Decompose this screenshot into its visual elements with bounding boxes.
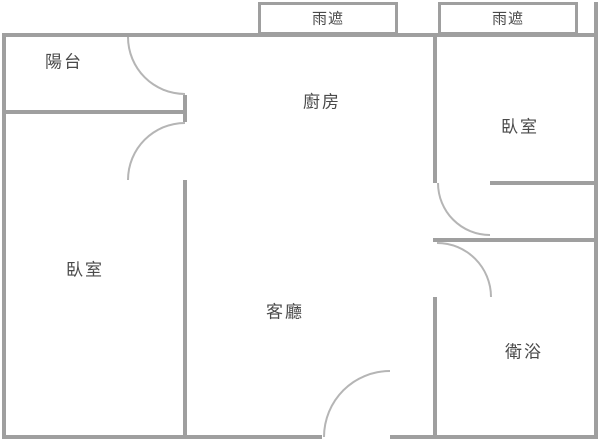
- wall-balcony-kitchen-stub: [183, 95, 187, 122]
- wall-bedroom-right-bottom: [490, 181, 598, 185]
- room-label-kitchen: 廚房: [303, 92, 341, 112]
- bathroom-door-arc: [437, 242, 492, 297]
- room-label-bathroom: 衛浴: [505, 342, 543, 362]
- room-label-canopy-left: 雨遮: [311, 11, 345, 28]
- room-label-bedroom-left: 臥室: [66, 260, 104, 280]
- wall-bathroom-left: [433, 297, 437, 437]
- wall-kitchen-bedroom-right: [433, 37, 437, 183]
- room-label-bedroom-right: 臥室: [501, 117, 539, 137]
- wall-outer-bottom-left: [2, 435, 322, 439]
- balcony-door-arc: [127, 37, 185, 95]
- wall-outer-left: [2, 33, 6, 439]
- bedroom-left-door-arc: [127, 122, 185, 180]
- canopy-left-box: [258, 2, 398, 35]
- wall-bathroom-top: [433, 238, 598, 242]
- wall-outer-top: [2, 33, 598, 37]
- bedroom-right-door-arc: [437, 183, 490, 236]
- wall-outer-bottom-right: [390, 435, 598, 439]
- wall-bedroom-left-living: [183, 180, 187, 437]
- entrance-door-arc: [323, 370, 390, 437]
- room-label-living-room: 客廳: [266, 302, 304, 322]
- canopy-right-box: [438, 2, 578, 35]
- wall-outer-right: [594, 2, 598, 439]
- room-label-balcony: 陽台: [45, 52, 83, 72]
- room-label-canopy-right: 雨遮: [491, 11, 525, 28]
- wall-balcony-bottom: [2, 110, 186, 114]
